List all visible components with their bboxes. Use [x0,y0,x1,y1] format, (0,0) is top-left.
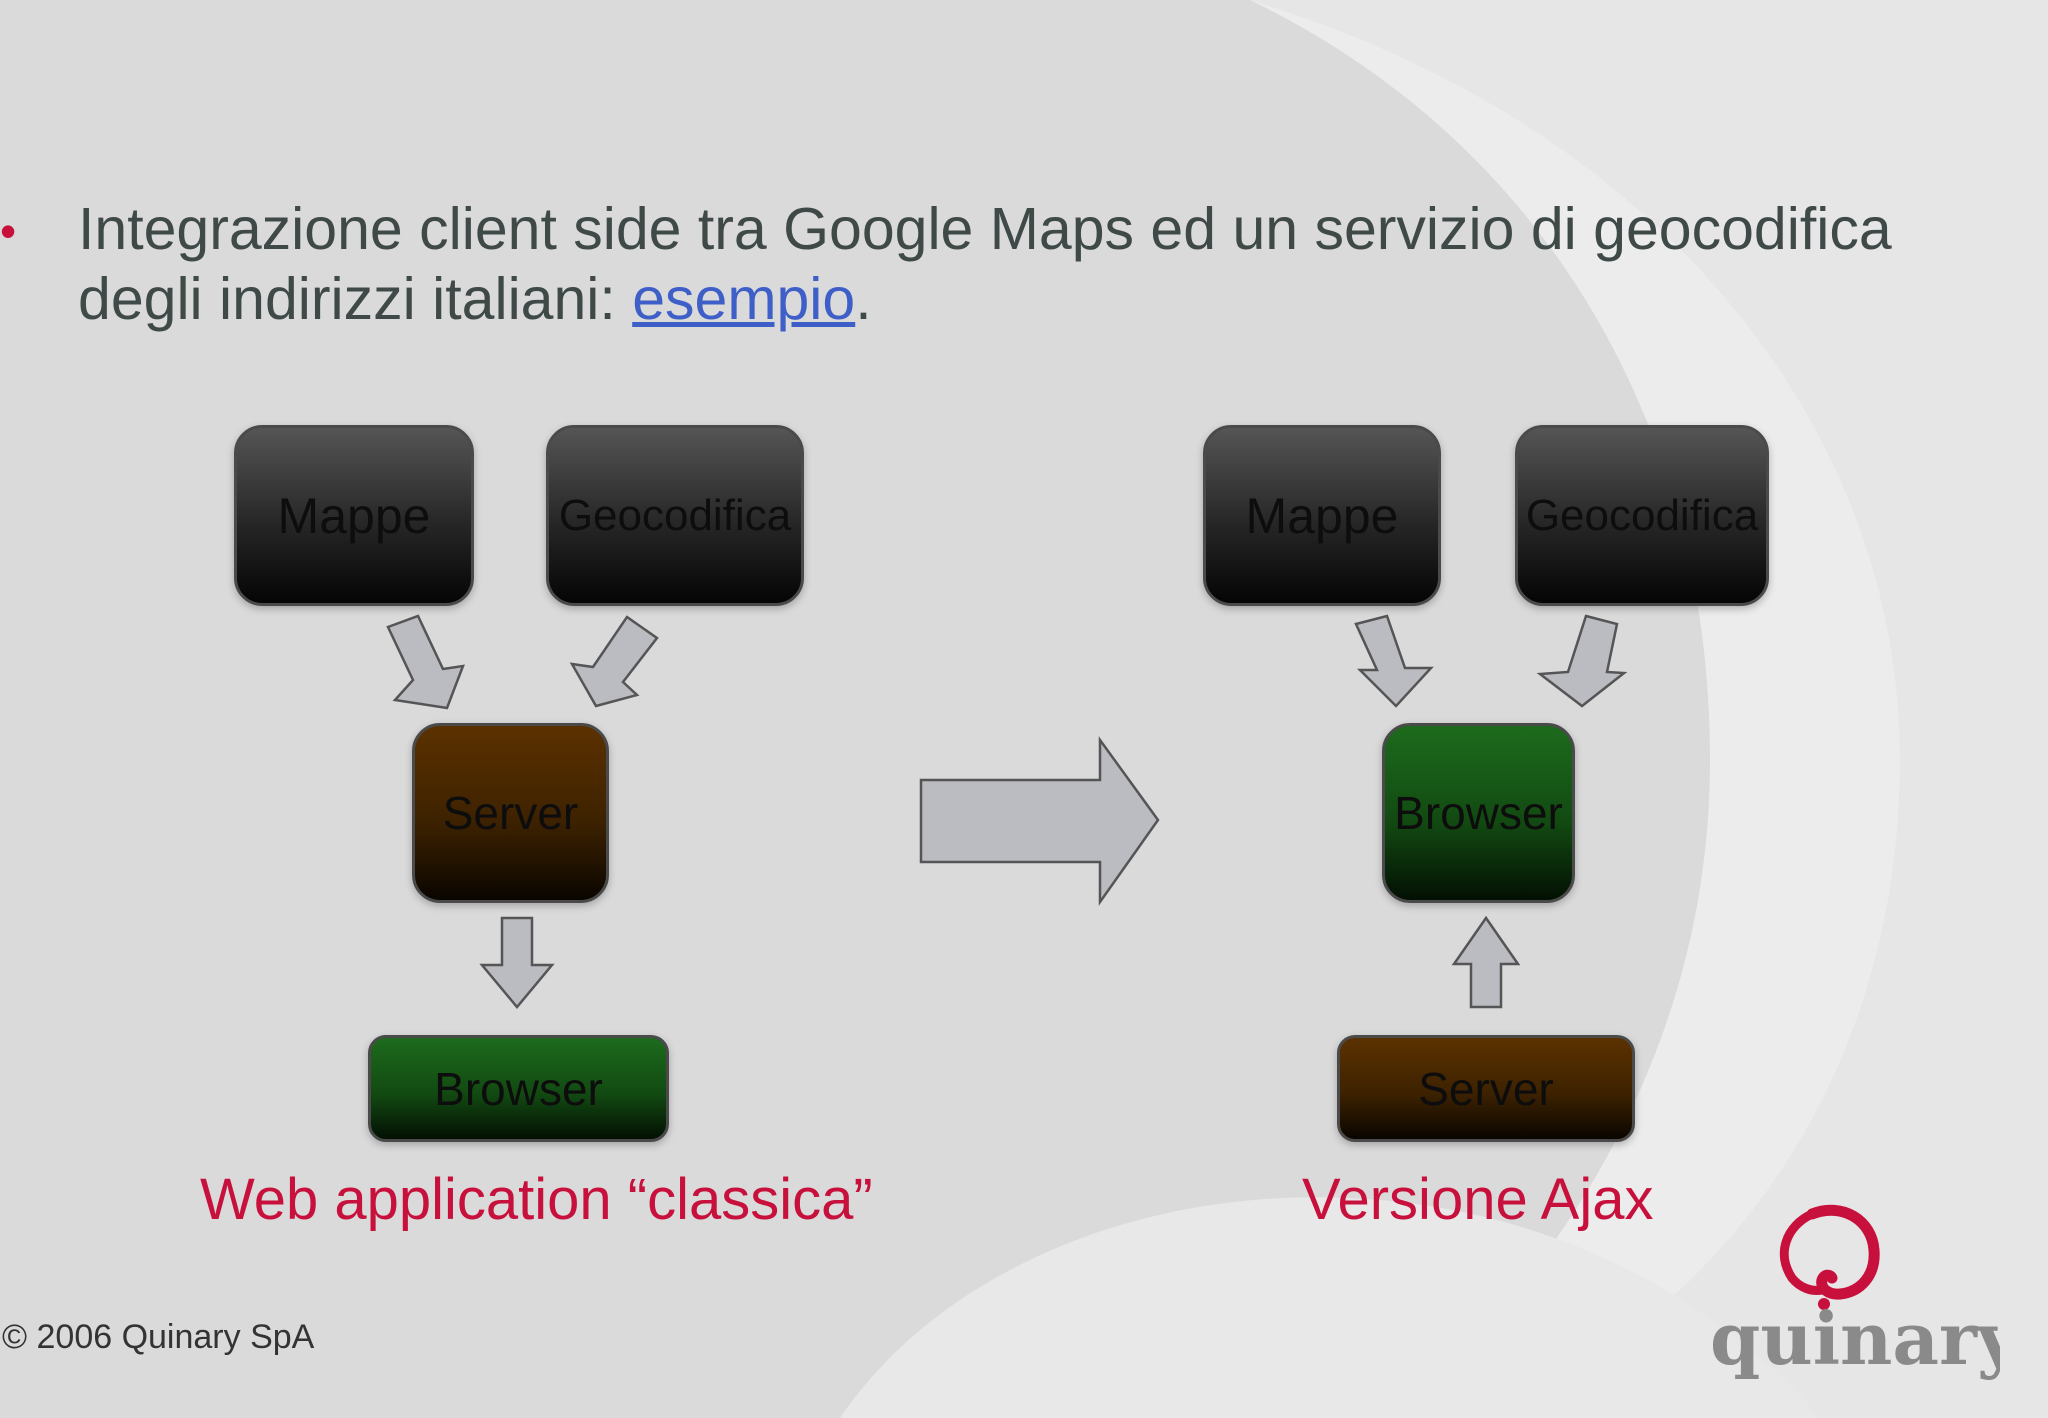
ajax-mappe-label: Mappe [1245,487,1399,544]
ajax-server-label: Server [1418,1062,1554,1115]
ajax-caption: Versione Ajax [1302,1167,1654,1232]
arrow-ajax-server-to-browser [1451,915,1521,1009]
arrow-transition [919,736,1160,906]
classic-mappe-label: Mappe [277,487,431,544]
classic-mappe-box: Mappe [234,425,474,606]
classic-geocodifica-box: Geocodifica [546,425,804,606]
copyright-text: © 2006 Quinary SpA [2,1318,315,1356]
classic-server-box: Server [412,723,609,903]
arrow-classic-mappe-to-server [386,614,465,710]
quinary-logo: quinary [1710,1204,2000,1381]
classic-server-label: Server [442,787,579,839]
ajax-geocodifica-box: Geocodifica [1515,425,1769,606]
classic-caption: Web application “classica” [200,1167,873,1232]
classic-browser-box: Browser [368,1035,669,1142]
logo-wordmark: quinary [1710,1296,2000,1381]
ajax-browser-label: Browser [1394,787,1563,839]
intro-text: Integrazione client side tra Google Maps… [78,196,1892,332]
intro-paragraph: Integrazione client side tra Google Maps… [78,194,2018,334]
arrow-classic-server-to-browser [479,916,555,1009]
classic-browser-label: Browser [434,1062,603,1115]
ajax-server-box: Server [1337,1035,1635,1142]
arrow-ajax-geocodifica-to-browser [1536,614,1628,708]
intro-period: . [855,266,872,332]
ajax-browser-box: Browser [1382,723,1575,903]
arrow-classic-geocodifica-to-server [569,615,659,708]
ajax-geocodifica-label: Geocodifica [1525,490,1759,540]
arrow-ajax-mappe-to-browser [1354,614,1434,708]
esempio-link[interactable]: esempio [632,266,856,332]
ajax-mappe-box: Mappe [1203,425,1441,606]
classic-geocodifica-label: Geocodifica [558,490,792,540]
bullet-point: • [0,205,17,257]
